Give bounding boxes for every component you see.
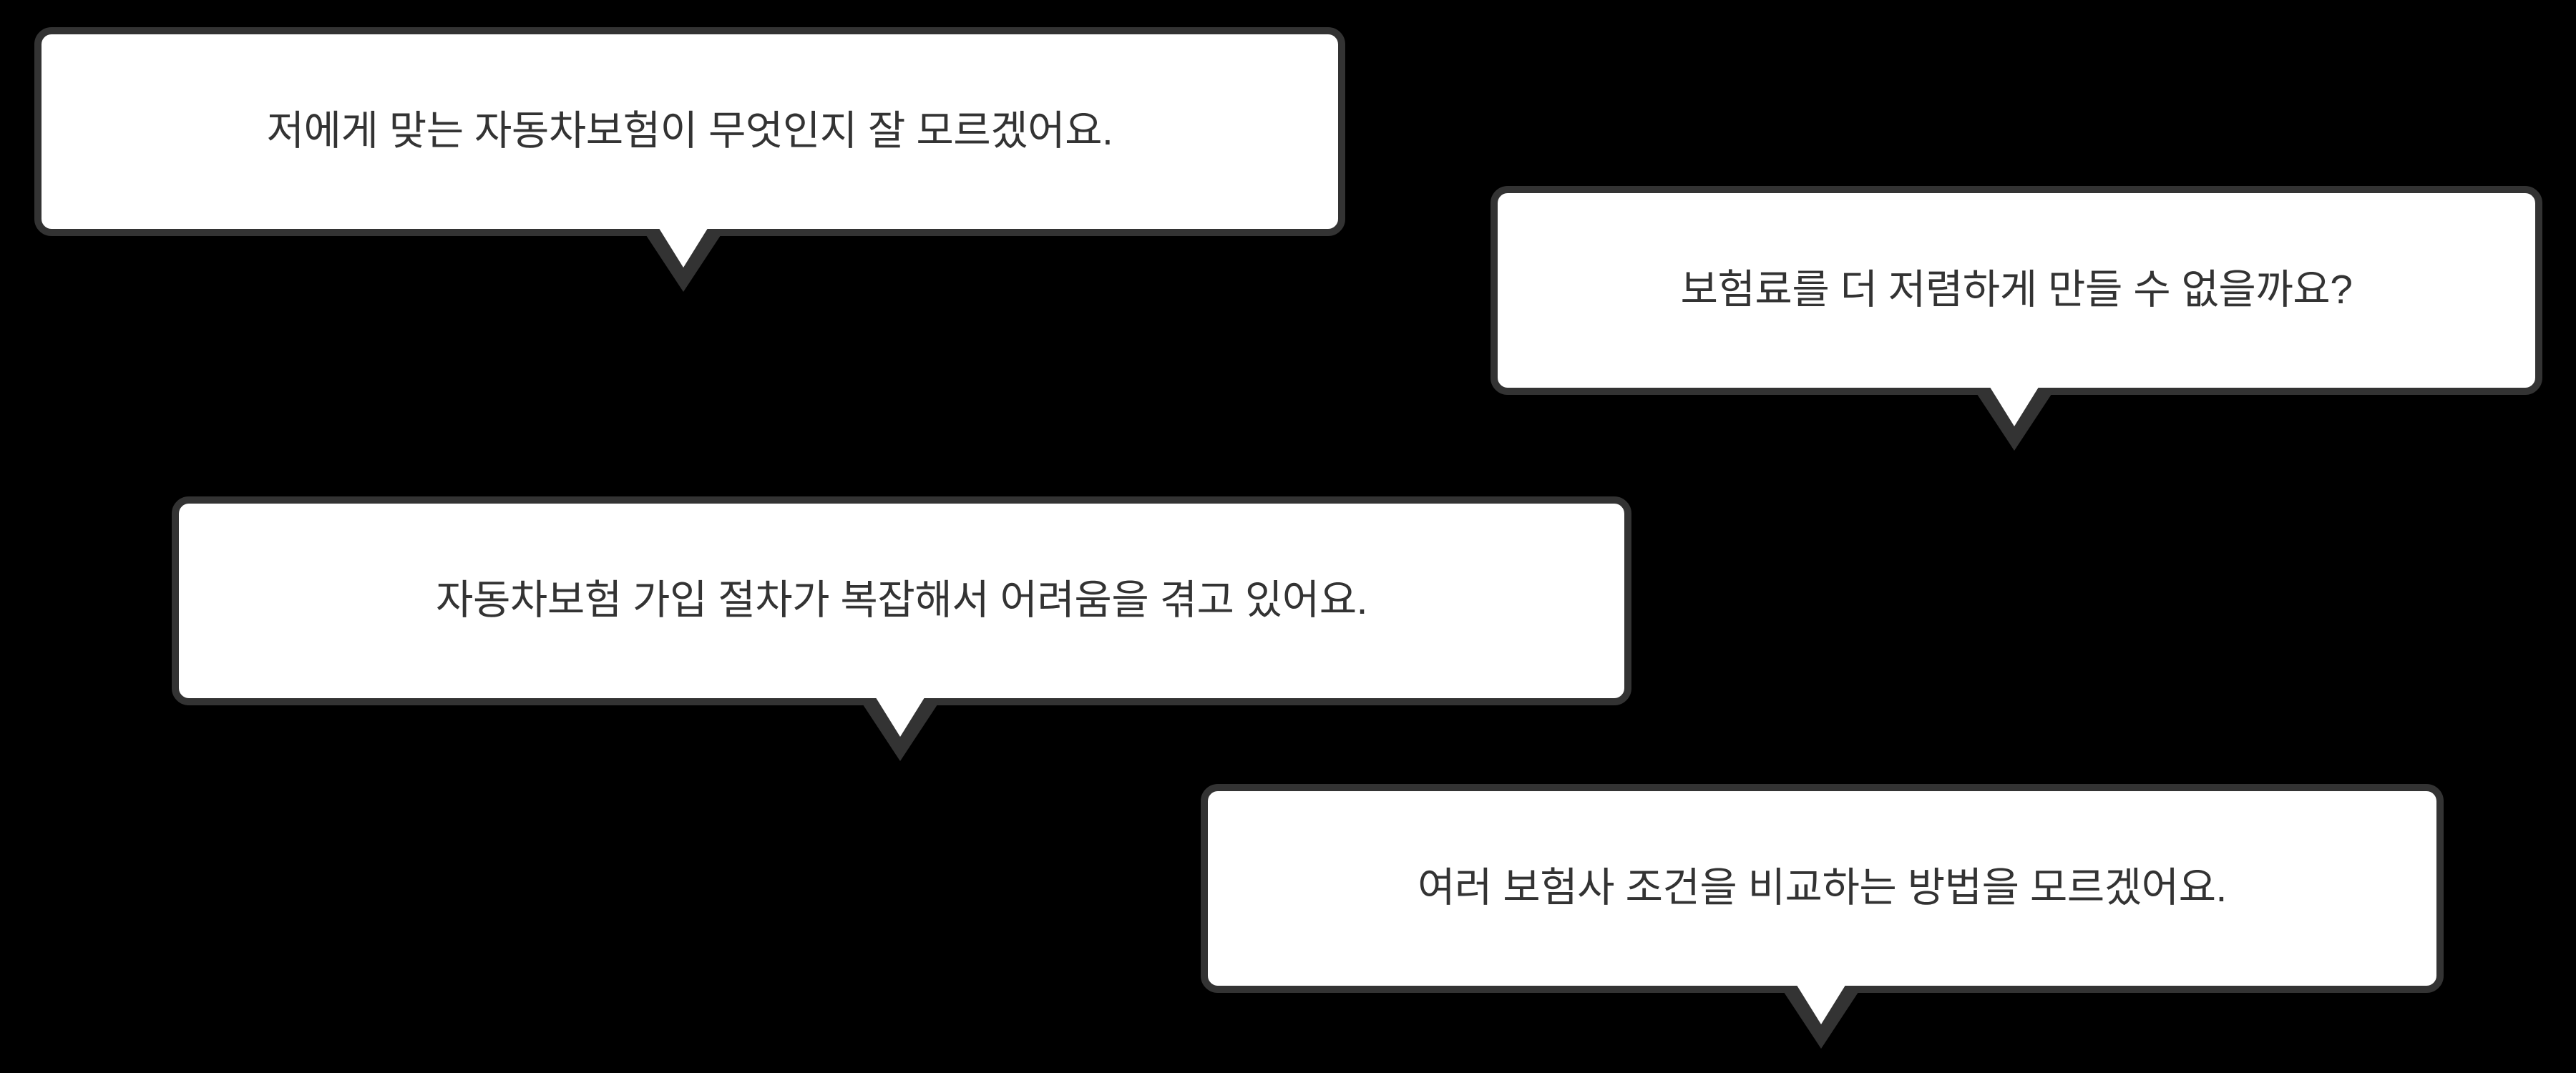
speech-bubble-2-text: 보험료를 더 저렴하게 만들 수 없을까요? — [1680, 267, 2353, 313]
speech-bubble-1: 저에게 맞는 자동차보험이 무엇인지 잘 모르겠어요. — [34, 27, 1345, 236]
tail-border — [1780, 986, 1863, 1049]
tail-border — [642, 229, 725, 292]
speech-bubble-4: 여러 보험사 조건을 비교하는 방법을 모르겠어요. — [1201, 784, 2444, 993]
speech-bubble-2: 보험료를 더 저렴하게 만들 수 없을까요? — [1491, 186, 2542, 395]
speech-bubble-3: 자동차보험 가입 절차가 복잡해서 어려움을 겪고 있어요. — [172, 496, 1631, 705]
tail-border — [1973, 388, 2056, 451]
speech-bubble-1-text: 저에게 맞는 자동차보험이 무엇인지 잘 모르겠어요. — [266, 108, 1113, 155]
speech-bubble-4-text: 여러 보험사 조건을 비교하는 방법을 모르겠어요. — [1418, 865, 2227, 911]
speech-bubble-3-text: 자동차보험 가입 절차가 복잡해서 어려움을 겪고 있어요. — [436, 577, 1367, 624]
tail-border — [859, 698, 942, 761]
